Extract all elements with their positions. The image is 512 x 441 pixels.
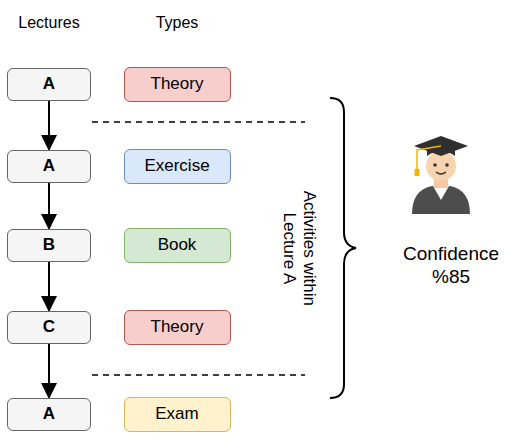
group-label: Activities within Lecture A [279, 163, 320, 333]
flow-arrow [48, 262, 50, 311]
type-box: Theory [124, 310, 231, 345]
type-box: Book [124, 228, 231, 263]
node-text: Theory [151, 74, 204, 94]
flow-arrow [48, 101, 50, 150]
node-text: A [43, 74, 55, 94]
column-header: Types [127, 13, 227, 32]
node-text: B [43, 235, 55, 255]
node-text: Book [158, 235, 197, 255]
node-text: Exam [155, 404, 198, 424]
lecture-box: B [7, 229, 91, 262]
node-text: Exercise [144, 156, 209, 176]
lecture-box: A [7, 150, 91, 183]
type-box: Theory [124, 67, 231, 102]
type-box: Exercise [124, 149, 231, 184]
curly-brace [330, 98, 356, 398]
flow-arrow [48, 183, 50, 229]
type-box: Exam [124, 397, 231, 432]
dashed-separator [92, 121, 305, 123]
lecture-box: A [7, 398, 91, 431]
dashed-separator [92, 374, 305, 376]
column-header: Lectures [0, 13, 99, 32]
node-text: C [43, 317, 55, 337]
graduate-icon [412, 136, 470, 214]
node-text: Theory [151, 317, 204, 337]
lecture-box: A [7, 68, 91, 101]
node-text: A [43, 404, 55, 424]
confidence-label: Confidence %85 [401, 243, 501, 289]
node-text: A [43, 156, 55, 176]
flow-arrow [48, 344, 50, 398]
lecture-box: C [7, 311, 91, 344]
